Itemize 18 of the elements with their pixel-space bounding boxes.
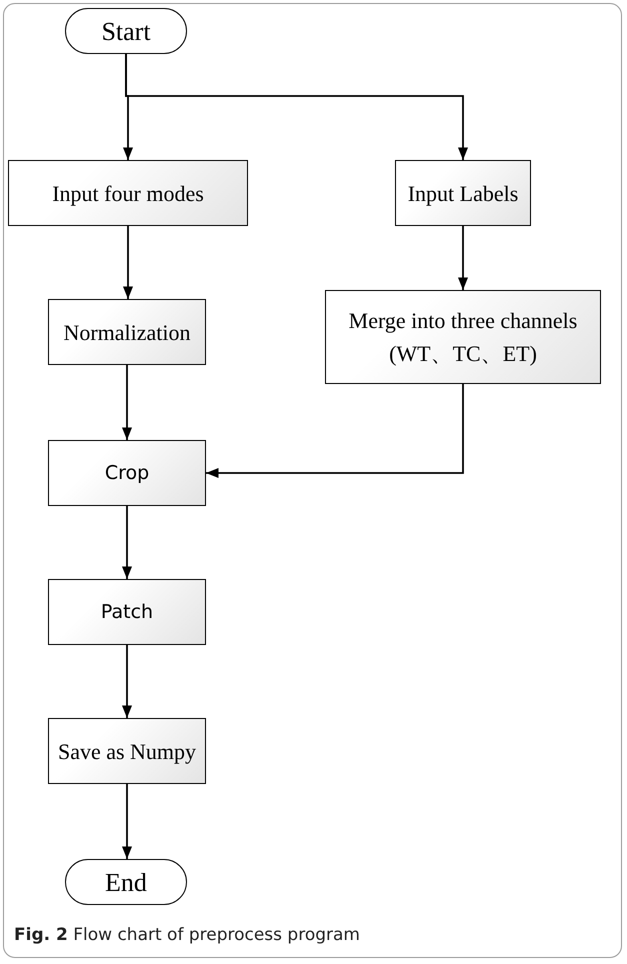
arrow <box>458 226 468 290</box>
process-box: Input Labels <box>395 160 531 226</box>
arrow <box>122 226 134 299</box>
terminal-box: End <box>65 859 187 905</box>
process-box: Patch <box>48 579 206 645</box>
arrow <box>122 645 132 718</box>
process-box: Merge into three channels (WT、TC、ET) <box>325 290 601 384</box>
process-box: Normalization <box>48 299 206 365</box>
process-box: Save as Numpy <box>48 718 206 784</box>
process-box: Crop <box>48 440 206 506</box>
arrow <box>125 54 468 160</box>
terminal-box: Start <box>65 8 187 54</box>
process-box: Input four modes <box>8 160 248 226</box>
figure-caption: Fig. 2 Flow chart of preprocess program <box>14 925 360 945</box>
arrow <box>122 365 132 440</box>
arrow <box>206 384 464 478</box>
arrow <box>122 506 132 579</box>
arrow <box>122 784 132 859</box>
